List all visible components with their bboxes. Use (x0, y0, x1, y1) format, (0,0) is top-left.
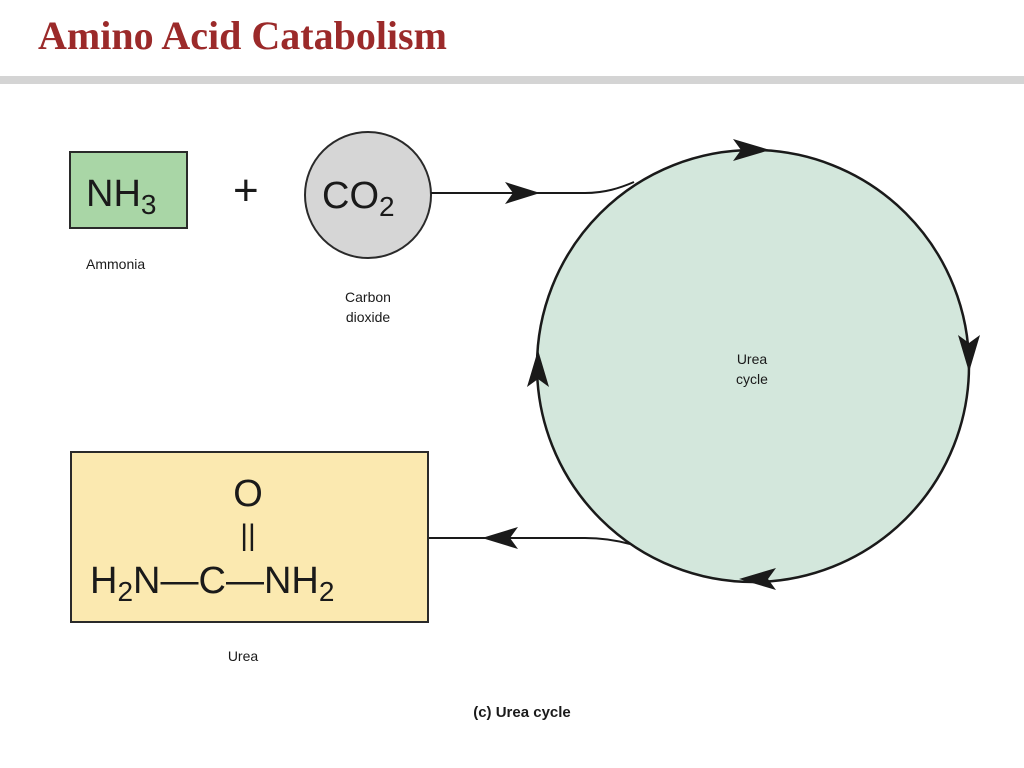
ammonia-box (69, 151, 188, 229)
urea-left-group-subscript: 2 (117, 576, 133, 607)
urea-cycle-label-line1: Urea (737, 351, 768, 367)
urea-box (70, 451, 429, 623)
ammonia-formula-main: NH (86, 173, 141, 215)
cycle-arrowhead-bottom (739, 568, 776, 590)
output-arrow-line (428, 537, 631, 545)
ammonia-label: Ammonia (86, 256, 145, 272)
urea-right-group-subscript: 2 (319, 576, 335, 607)
plus-sign: + (233, 166, 259, 215)
slide-title: Amino Acid Catabolism (38, 13, 447, 58)
cycle-arrowhead-left (527, 350, 549, 387)
input-arrow-line (431, 181, 635, 194)
title-divider (0, 76, 1024, 84)
urea-bond-left: — (160, 560, 198, 602)
cycle-arrowhead-right (958, 335, 980, 372)
carbon-dioxide-label-line1: Carbon (345, 289, 391, 305)
input-arrowhead (505, 182, 540, 204)
urea-right-group-main: NH (264, 560, 319, 602)
cycle-arrowhead-top (733, 139, 770, 161)
carbon-dioxide-label-line2: dioxide (346, 309, 391, 325)
output-arrowhead (482, 527, 518, 549)
urea-left-group-n: N (133, 560, 160, 602)
carbon-dioxide-formula-subscript: 2 (379, 191, 395, 222)
urea-bond-right: — (226, 560, 264, 602)
carbon-dioxide-formula-main: CO (322, 175, 379, 217)
urea-oxygen: O (233, 473, 263, 515)
ammonia-formula: NH3 (86, 173, 156, 220)
carbon-dioxide-circle (304, 131, 432, 259)
urea-left-group-h: H (90, 560, 117, 602)
urea-cycle-label-line2: cycle (736, 371, 768, 387)
carbon-dioxide-formula: CO2 (322, 175, 395, 222)
urea-carbon: C (198, 560, 225, 602)
urea-label: Urea (228, 648, 259, 664)
figure-caption: (c) Urea cycle (473, 704, 571, 721)
ammonia-formula-subscript: 3 (141, 189, 157, 220)
urea-double-bond: || (240, 519, 256, 552)
urea-structure-row: H2N—C—NH2 (90, 560, 334, 607)
